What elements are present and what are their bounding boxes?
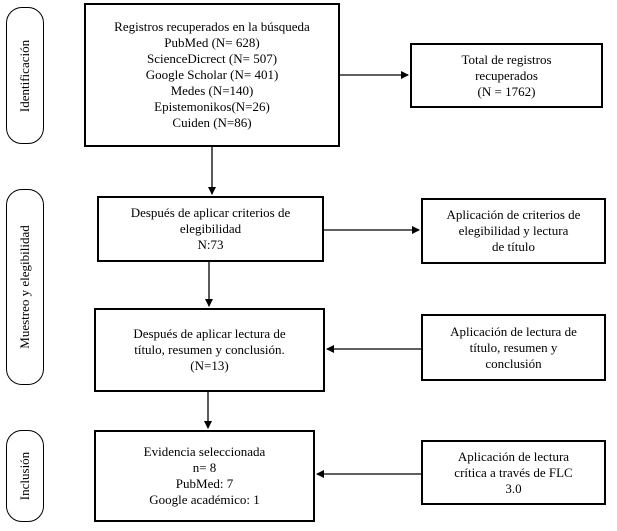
evidence-line: Evidencia seleccionada xyxy=(143,444,266,459)
stage-inclusion: Inclusión xyxy=(6,430,44,522)
eligibility-line: elegibilidad xyxy=(179,221,242,236)
critical-note-line: Aplicación de lectura xyxy=(457,448,570,464)
reading-note-box: Aplicación de lectura de título, resumen… xyxy=(421,314,606,381)
records-line: Registros recuperados en la búsqueda xyxy=(114,19,310,34)
evidence-line: PubMed: 7 xyxy=(175,476,234,491)
records-line: ScienceDicrect (N= 507) xyxy=(146,51,278,66)
records-line: Medes (N=140) xyxy=(170,83,254,98)
records-line: Google Scholar (N= 401) xyxy=(145,67,279,82)
critical-note-box: Aplicación de lectura crítica a través d… xyxy=(421,440,606,505)
total-box: Total de registros recuperados (N = 1762… xyxy=(410,43,603,108)
eligibility-note-line: elegibilidad y lectura xyxy=(458,223,569,238)
reading-line: título, resumen y conclusión. xyxy=(134,342,285,357)
records-line: PubMed (N= 628) xyxy=(164,35,260,50)
records-line: Cuiden (N=86) xyxy=(172,115,252,130)
records-box: Registros recuperados en la búsqueda Pub… xyxy=(84,3,340,147)
eligibility-note-line: de título xyxy=(492,239,535,254)
evidence-line: Google académico: 1 xyxy=(149,492,260,507)
stage-screening: Muestreo y elegibilidad xyxy=(6,189,44,385)
reading-note-line: conclusión xyxy=(485,355,542,371)
evidence-line: n= 8 xyxy=(192,460,217,475)
critical-note-line: 3.0 xyxy=(505,480,522,496)
reading-note-line: Aplicación de lectura de xyxy=(450,323,577,339)
eligibility-line: N:73 xyxy=(197,237,224,252)
evidence-box: Evidencia seleccionada n= 8 PubMed: 7 Go… xyxy=(94,430,315,522)
reading-line: Después de aplicar lectura de xyxy=(133,326,286,341)
reading-line: (N=13) xyxy=(190,358,229,373)
reading-note-line: título, resumen y xyxy=(469,339,558,355)
total-line: (N = 1762) xyxy=(477,83,536,99)
eligibility-note-line: Aplicación de criterios de xyxy=(446,207,581,222)
eligibility-box: Después de aplicar criterios de elegibil… xyxy=(97,196,324,262)
critical-note-line: crítica a través de FLC xyxy=(454,464,573,480)
reading-box: Después de aplicar lectura de título, re… xyxy=(94,308,325,392)
total-line: recuperados xyxy=(475,67,538,83)
records-line: Epistemonikos(N=26) xyxy=(154,99,270,114)
stage-identification: Identificación xyxy=(6,7,44,144)
total-line: Total de registros xyxy=(461,51,552,67)
eligibility-note-box: Aplicación de criterios de elegibilidad … xyxy=(421,198,606,264)
eligibility-line: Después de aplicar criterios de xyxy=(130,205,291,220)
